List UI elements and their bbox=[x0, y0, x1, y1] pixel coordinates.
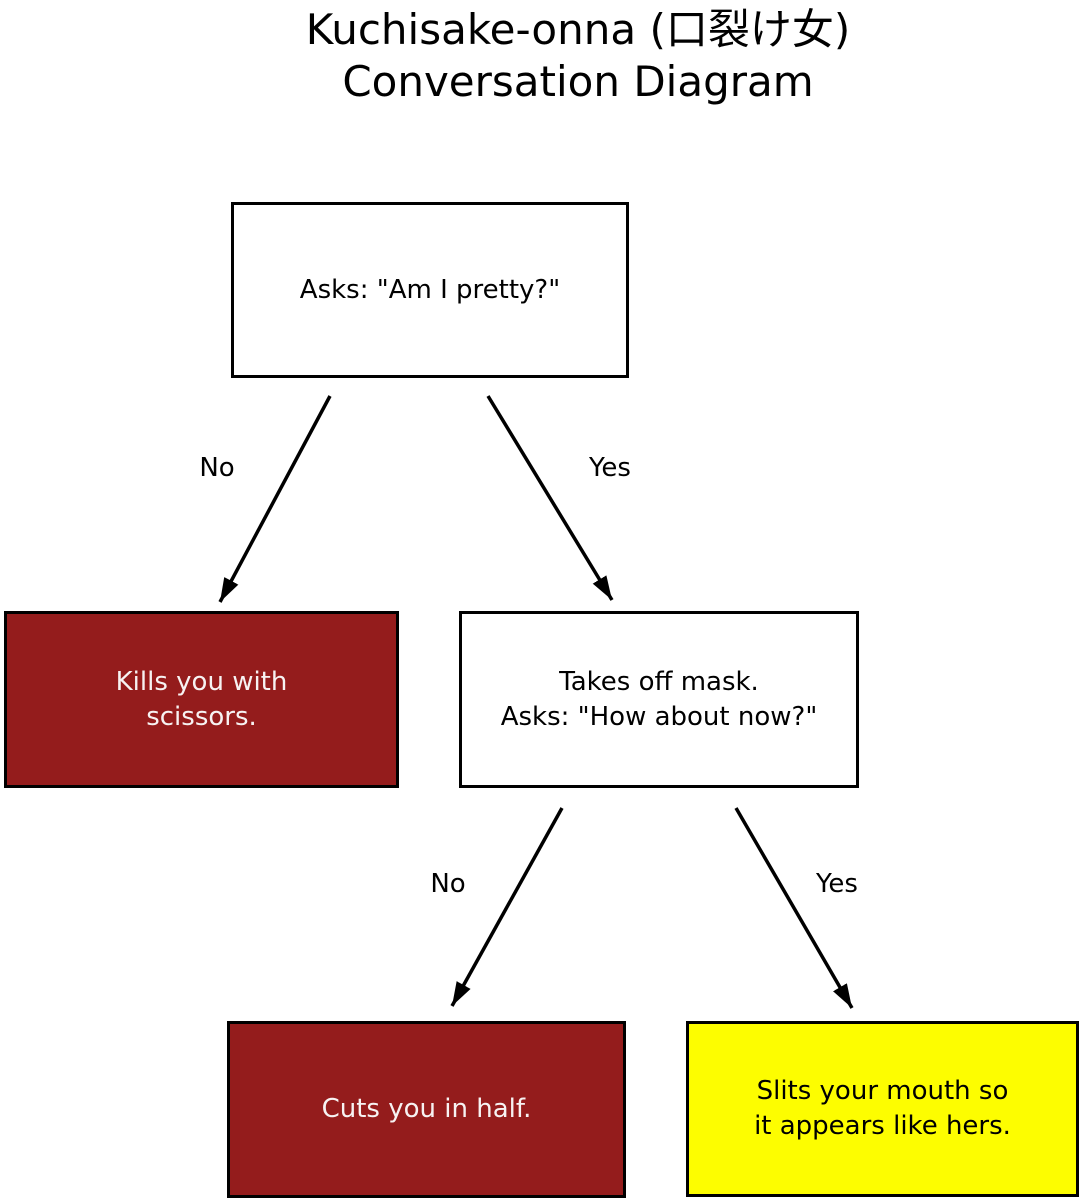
edge-label-root-no: No bbox=[199, 453, 235, 483]
node-text-line: Cuts you in half. bbox=[321, 1094, 532, 1124]
edge-label-mask-yes: Yes bbox=[816, 869, 858, 899]
edge-mask-no-arrow bbox=[450, 807, 564, 1007]
node-takes-off-mask: Takes off mask. Asks: "How about now?" bbox=[459, 611, 859, 788]
edge-root-no-arrow bbox=[218, 395, 332, 603]
diagram-title-line1: Kuchisake-onna (口裂け女) bbox=[305, 5, 851, 54]
node-kills-you-with-scissors: Kills you with scissors. bbox=[4, 611, 399, 788]
node-text-line: Takes off mask. bbox=[559, 666, 759, 697]
edge-root-yes-arrow bbox=[486, 395, 614, 601]
edge-label-root-yes: Yes bbox=[589, 453, 631, 483]
node-text-line: Kills you with bbox=[115, 666, 288, 697]
node-text-line: it appears like hers. bbox=[754, 1111, 1011, 1141]
node-asks-am-i-pretty: Asks: "Am I pretty?" bbox=[231, 202, 629, 378]
edge-label-mask-no: No bbox=[430, 869, 466, 899]
node-text-line: Asks: "Am I pretty?" bbox=[299, 274, 561, 305]
node-text-line: Asks: "How about now?" bbox=[500, 701, 818, 732]
diagram-title-line2: Conversation Diagram bbox=[342, 57, 814, 106]
node-text-line: scissors. bbox=[146, 701, 257, 732]
diagram-title: Kuchisake-onna (口裂け女) Conversation Diagr… bbox=[72, 4, 1084, 108]
edge-mask-yes-arrow bbox=[734, 807, 854, 1009]
node-text-line: Slits your mouth so bbox=[756, 1076, 1009, 1106]
node-cuts-you-in-half: Cuts you in half. bbox=[227, 1021, 626, 1198]
node-slits-your-mouth: Slits your mouth so it appears like hers… bbox=[686, 1021, 1079, 1197]
